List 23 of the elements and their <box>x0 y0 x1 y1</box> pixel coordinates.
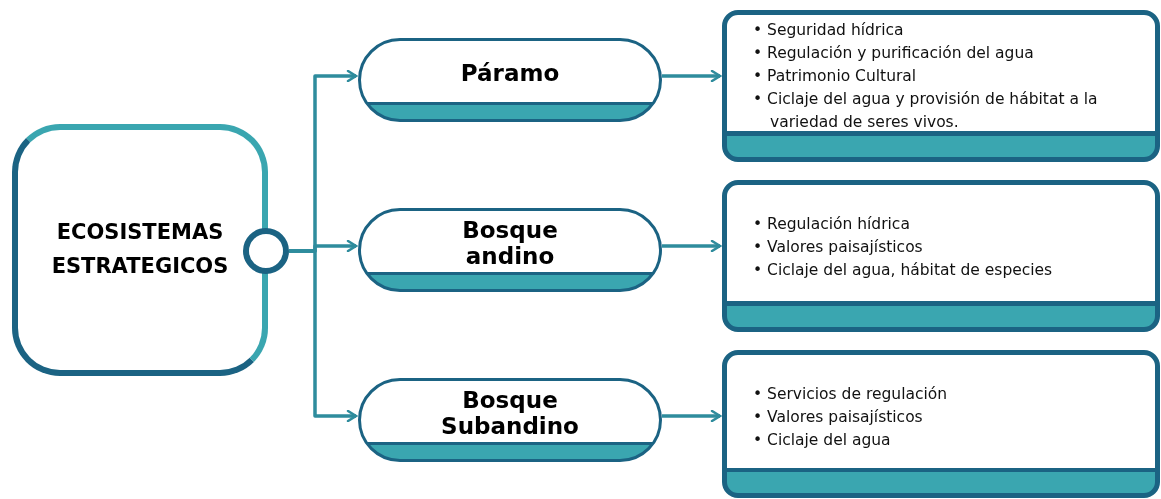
bullet-item: • Valores paisajísticos <box>753 237 924 258</box>
bullet-item: • Seguridad hídrica <box>753 20 905 41</box>
connector-arrow <box>662 409 722 423</box>
connector-arrow <box>662 239 722 253</box>
topic-box <box>12 124 268 376</box>
services-card <box>722 10 1160 162</box>
bullet-item: • Ciclaje del agua <box>753 430 892 451</box>
ecosystem-title: Bosque andino <box>461 217 559 269</box>
bullet-item: • Patrimonio Cultural <box>753 66 918 87</box>
ecosystem-title: Bosque Subandino <box>440 387 580 439</box>
bullet-item: • Servicios de regulación <box>753 384 949 405</box>
services-card <box>722 350 1160 498</box>
bullet-item: • Ciclaje del agua, hábitat de especies <box>753 260 1054 281</box>
topic-title: ECOSISTEMAS ESTRATEGICOS <box>50 219 230 280</box>
bullet-item: • Regulación hídrica <box>753 214 911 235</box>
ecosystem-title: Páramo <box>460 60 560 86</box>
connector-arrow <box>289 249 358 423</box>
connector-circle <box>243 228 289 274</box>
connector-arrow <box>662 69 722 83</box>
bullet-item: • Regulación y purificación del agua <box>753 43 1035 64</box>
bullet-item: • Valores paisajísticos <box>753 407 924 428</box>
bullet-item: • Ciclaje del agua y provisión de hábitat a la variedad de seres vivos. <box>753 89 1099 133</box>
services-card <box>722 180 1160 332</box>
